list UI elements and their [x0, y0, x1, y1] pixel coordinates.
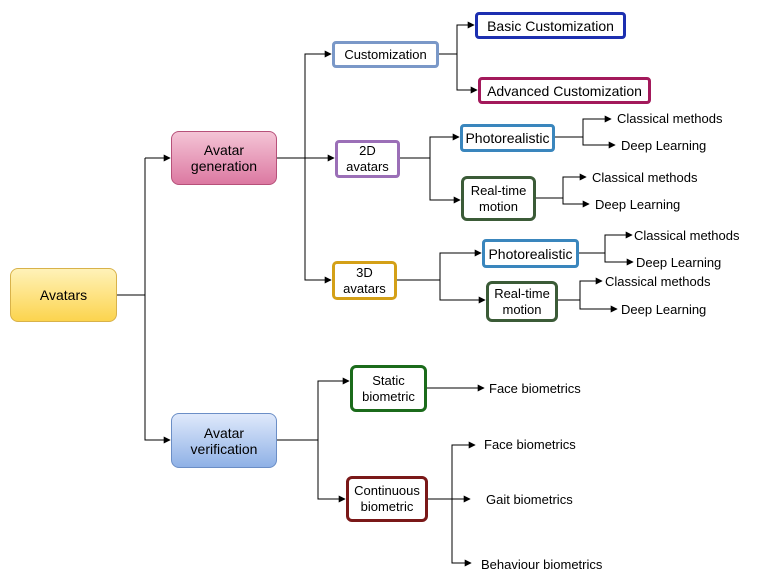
arrow-to-leaf	[428, 441, 476, 500]
avatar-generation-node: Avatar generation	[171, 131, 277, 185]
advanced-customization-node: Advanced Customization	[478, 77, 651, 104]
leaf-deep-learning: Deep Learning	[636, 255, 722, 270]
leaf-deep-learning: Deep Learning	[595, 197, 681, 212]
arrow-to-leaf	[536, 173, 587, 199]
3d-avatars-node: 3D avatars	[332, 261, 397, 300]
avatars-node: Avatars	[10, 268, 117, 322]
leaf-face-biometrics: Face biometrics	[489, 381, 581, 396]
continuous-biometric-node: Continuous biometric	[346, 476, 428, 522]
leaf-face-biometrics: Face biometrics	[484, 437, 576, 452]
basic-customization-node: Basic Customization	[475, 12, 626, 39]
arrow-to-continuous	[317, 440, 346, 503]
realtime-motion-2d-node: Real-time motion	[461, 176, 536, 221]
arrow-to-rt2d	[429, 158, 461, 204]
leaf-deep-learning: Deep Learning	[621, 138, 707, 153]
arrow-to-advanced	[456, 54, 478, 94]
leaf-classical-methods: Classical methods	[592, 170, 698, 185]
arrow-to-basic	[439, 21, 475, 55]
arrow-to-static	[277, 377, 350, 441]
arrow-to-photo3d	[397, 249, 482, 281]
leaf-gait-biometrics: Gait biometrics	[486, 492, 573, 507]
arrow-to-leaf	[451, 499, 472, 567]
realtime-motion-3d-node: Real-time motion	[486, 281, 558, 322]
customization-node: Customization	[332, 41, 439, 68]
leaf-classical-methods: Classical methods	[617, 111, 723, 126]
arrow-to-leaf	[579, 300, 618, 313]
arrow-to-leaf	[582, 137, 616, 149]
photorealistic-2d-node: Photorealistic	[460, 124, 555, 152]
arrow-to-customization	[277, 50, 332, 159]
leaf-classical-methods: Classical methods	[605, 274, 711, 289]
arrow-to-rt3d	[439, 280, 486, 304]
2d-avatars-node: 2D avatars	[335, 140, 400, 178]
connector	[117, 158, 146, 296]
leaf-behaviour-biometrics: Behaviour biometrics	[481, 557, 603, 572]
avatar-verification-node: Avatar verification	[171, 413, 277, 468]
arrow-to-verification	[144, 295, 171, 444]
arrow-to-3d	[304, 158, 332, 284]
static-biometric-node: Static biometric	[350, 365, 427, 412]
leaf-deep-learning: Deep Learning	[621, 302, 707, 317]
arrow-to-leaf	[579, 231, 633, 254]
arrow-to-leaf	[555, 115, 612, 138]
leaf-classical-methods: Classical methods	[634, 228, 740, 243]
arrow-to-leaf	[558, 277, 603, 301]
arrow-to-leaf	[562, 198, 590, 208]
photorealistic-3d-node: Photorealistic	[482, 239, 579, 268]
arrow-to-photo2d	[400, 133, 460, 159]
arrow-to-leaf	[604, 253, 634, 266]
